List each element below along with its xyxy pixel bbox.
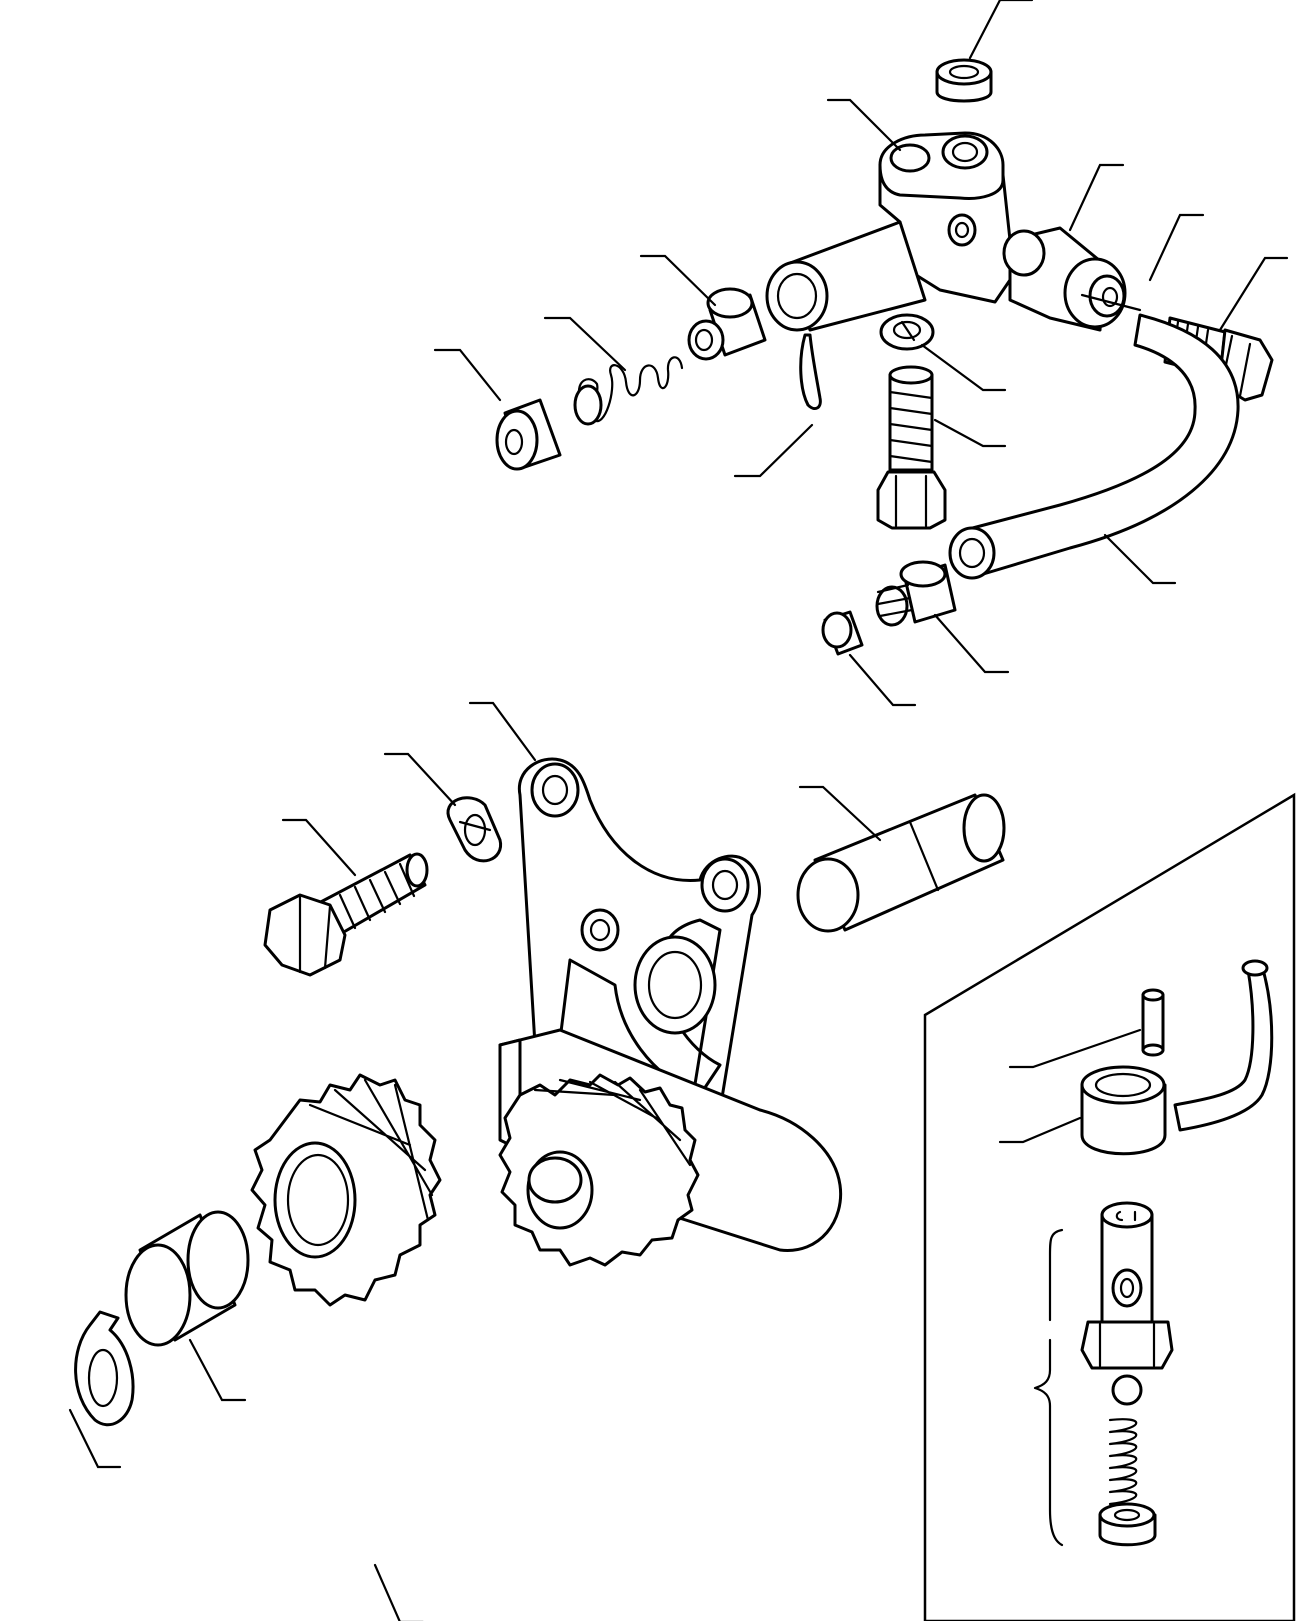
leader-shaft <box>800 787 880 840</box>
leader-spring <box>545 318 625 370</box>
leader-plunger <box>641 256 715 305</box>
leader-flange-pin <box>1150 215 1203 280</box>
cap-part <box>937 60 991 101</box>
leader-flange-ear <box>1070 165 1123 230</box>
spring-cap-part <box>497 400 560 469</box>
leader-flange-bolt <box>1220 258 1287 330</box>
ball-part <box>1113 1376 1141 1404</box>
cotter-pin-part <box>801 335 821 409</box>
leader-union-adapter <box>935 615 1008 672</box>
leader-pump-body <box>828 100 900 150</box>
bracket-part <box>519 759 759 1115</box>
leader-banjo-fitting <box>1000 1118 1080 1142</box>
leader-cap <box>970 0 1032 58</box>
leader-bushing <box>190 1340 245 1400</box>
lock-washer-lower-part <box>448 798 501 861</box>
shaft-part <box>798 795 1004 931</box>
roll-pin-part <box>1143 990 1163 1055</box>
vertical-bolt-part <box>878 367 945 528</box>
inset-panel <box>925 795 1294 1621</box>
leader-bracket <box>470 703 535 760</box>
leader-lock-washer-upper <box>922 345 1005 390</box>
lock-washer-upper-part <box>881 315 933 349</box>
pump-gear-part <box>500 1075 698 1265</box>
pipe-part <box>950 315 1238 578</box>
leader-spring-cap <box>435 350 500 400</box>
inset-brace-lower <box>1035 1340 1062 1545</box>
leader-vertical-bolt <box>935 420 1005 446</box>
inset-brace-upper <box>1050 1230 1062 1320</box>
union-adapter-part <box>877 562 955 625</box>
leader-cotter-pin <box>735 425 812 476</box>
spring-part <box>575 357 682 424</box>
sleeve-part <box>823 612 862 654</box>
plunger-part <box>689 289 765 359</box>
hollow-bolt-part <box>1082 1203 1172 1368</box>
gear-part <box>252 1075 440 1305</box>
inset-spring-part <box>1110 1419 1136 1504</box>
leader-lock-washer-lower <box>385 754 455 805</box>
pump-body-part <box>767 133 1105 330</box>
leader-bracket-bolt <box>283 820 355 875</box>
leader-circlip <box>70 1410 120 1467</box>
circlip-part <box>76 1312 133 1425</box>
leader-roll-pin <box>1010 1030 1140 1067</box>
bracket-bolt-part <box>265 854 427 975</box>
leader-lines <box>70 0 1287 1621</box>
flange-pin-part <box>1065 259 1140 327</box>
bushing-part <box>126 1212 248 1345</box>
leader-sleeve <box>850 655 915 705</box>
leader-pipe <box>1105 535 1175 583</box>
seat-part <box>1100 1504 1155 1545</box>
leader-gear <box>375 1565 423 1621</box>
banjo-fitting-part <box>1082 961 1272 1154</box>
